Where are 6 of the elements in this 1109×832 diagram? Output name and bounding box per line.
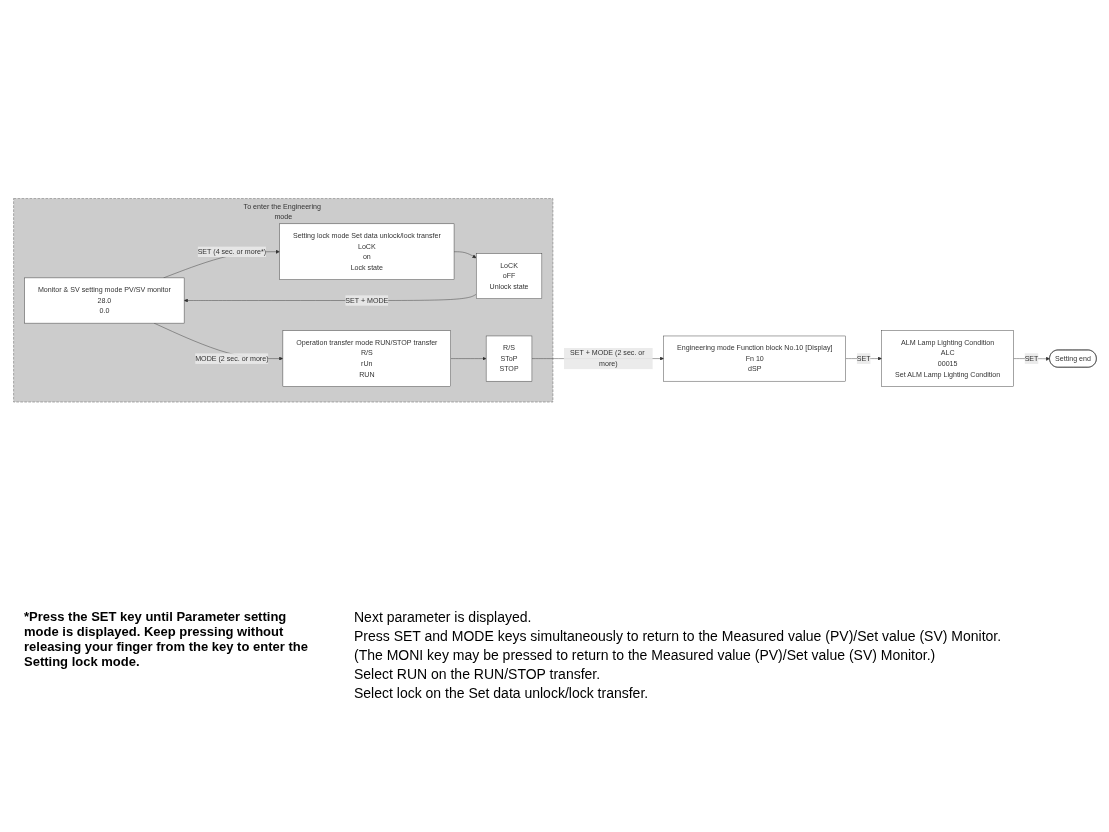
note-text: Select RUN on the RUN/STOP transfer.: [354, 666, 602, 682]
note-text: Next parameter is displayed.: [354, 609, 533, 625]
note-text: (The MONI key may be pressed to return to the Measured value (PV)/Set value (SV) Monitor.): [354, 647, 937, 663]
note-text: Press SET and MODE keys simultaneously to return to the Measured value (PV)/Set value (SV) Monitor.: [354, 628, 1002, 644]
footnote: *Press the SET key until Parameter setting mode is displayed. Keep pressing without releasing your finger from the key to enter the Setting lock mode.: [24, 609, 309, 669]
note-text: Select lock on the Set data unlock/lock transfer.: [354, 685, 650, 701]
